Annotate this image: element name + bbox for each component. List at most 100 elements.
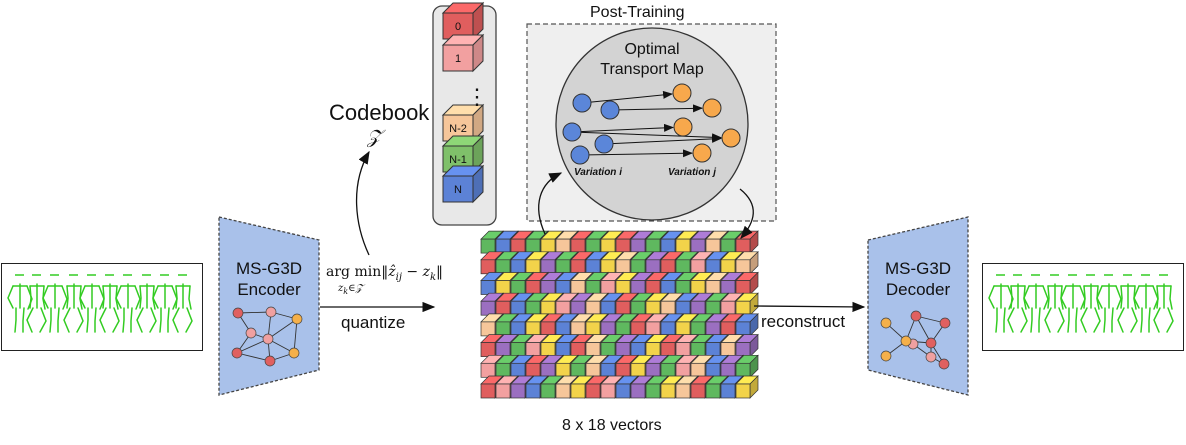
vector-cube-front (630, 383, 646, 399)
graph-node (245, 327, 257, 339)
vector-cube-front (570, 342, 586, 357)
graph-node (938, 358, 950, 370)
skeleton-figure (172, 274, 193, 333)
skeleton-limb (1030, 307, 1033, 333)
skeleton-limb (159, 307, 162, 333)
vector-cube-front (525, 383, 541, 399)
vector-cube-front (615, 362, 631, 378)
vector-cube-front (735, 259, 751, 275)
vector-cube-front (555, 300, 571, 316)
encoder-label: MS-G3D Encoder (219, 258, 319, 300)
skeleton-limb (49, 307, 52, 333)
vector-cube-front (675, 383, 691, 399)
vector-cube-front (720, 362, 736, 378)
under-sub-k: k (343, 287, 349, 296)
vector-cube-front (615, 280, 631, 295)
transport-points (562, 83, 741, 165)
skeleton-limb (188, 285, 192, 310)
vector-cube-front (570, 259, 586, 275)
vector-cube-front (540, 280, 556, 295)
vector-row (480, 333, 759, 358)
vector-cube-front (600, 321, 616, 337)
vector-cube (735, 313, 759, 337)
graph-edge (237, 311, 272, 314)
skeleton-limb (1003, 307, 1006, 333)
vector-cube-front (480, 342, 496, 357)
vector-cube-front (555, 362, 571, 378)
codebook-entry-label: 1 (455, 53, 461, 65)
skeleton-limb (57, 307, 60, 333)
codebook-entry-1: 1 (441, 33, 485, 73)
skeleton-limb (1169, 285, 1173, 310)
skeleton-figure (1080, 274, 1101, 333)
encoder-label-line1: MS-G3D (235, 259, 303, 278)
vector-cube-front (495, 238, 511, 254)
vector-cube-front (600, 280, 616, 295)
skeleton-limb (1093, 307, 1101, 333)
skeleton-figure (1007, 274, 1028, 333)
variation-j-label: Variation j (668, 167, 716, 178)
vector-cube-front (540, 362, 556, 378)
transport-map-title: Optimal Transport Map (586, 40, 718, 80)
vector-cube-front (540, 259, 556, 275)
skeleton-limb (1117, 307, 1125, 333)
target-point (692, 143, 712, 163)
vector-row (480, 313, 759, 337)
skeleton-limb (988, 285, 995, 309)
vector-cube-front (675, 362, 691, 378)
codebook-entry-label: 0 (455, 21, 461, 33)
skeleton-limb (1023, 285, 1030, 309)
graph-node (265, 306, 277, 318)
under-z: z (338, 283, 344, 294)
target-point (721, 128, 741, 148)
norm-minus: − z (401, 264, 430, 280)
norm-close: ‖ (436, 264, 444, 280)
skeleton-limb (61, 285, 68, 310)
graph-edge (236, 338, 269, 354)
vector-cube-front (690, 300, 706, 316)
vector-cube-front (510, 300, 526, 316)
vector-cube-front (495, 362, 511, 378)
vector-cube-front (600, 300, 616, 316)
encoder-trapezoid (218, 216, 320, 396)
post-training-title: Post-Training (590, 4, 685, 21)
vector-cube-front (690, 342, 706, 357)
vector-cube-front (495, 259, 511, 275)
skeleton-limb (1020, 307, 1028, 333)
skeleton-figure (42, 274, 68, 333)
codebook-entry-label: N-1 (449, 154, 467, 166)
vector-cube-front (495, 321, 511, 337)
vector-cube-front (510, 238, 526, 254)
vector-cube-front (630, 362, 646, 378)
vector-cube-front (585, 342, 601, 357)
vector-cube-front (615, 300, 631, 316)
codebook-entry-4: N (441, 164, 485, 204)
decoder-trapezoid (867, 216, 969, 396)
graph-edge (236, 352, 271, 362)
transport-arrow (571, 123, 675, 133)
vector-row (480, 271, 759, 296)
codebook-entry-front (442, 175, 474, 203)
skeleton-limb (1047, 285, 1050, 309)
vector-cube-front (675, 280, 691, 295)
reconstruct-arrow (753, 301, 866, 313)
vector-cube-front (555, 383, 571, 399)
vector-cube-front (495, 342, 511, 357)
norm-sub-ij: ij (395, 271, 402, 283)
skeleton-limb (1133, 285, 1140, 309)
vector-cube-front (735, 342, 751, 357)
argmin-operator: arg min (326, 264, 382, 280)
graph-node (900, 335, 912, 347)
transport-to-grid-arrow (739, 188, 754, 239)
vector-cube-front (630, 300, 646, 316)
vector-cube-front (735, 238, 751, 254)
skeleton-limb (1130, 307, 1138, 333)
codebook-entry-3: N-1 (441, 134, 485, 174)
skeleton-limb (7, 285, 14, 309)
transport-map-title-line2: Transport Map (600, 61, 704, 78)
skeleton-limb (1096, 285, 1103, 309)
vector-cube-front (630, 342, 646, 357)
vector-cube-front (735, 280, 751, 295)
graph-node (925, 351, 937, 363)
vector-cube-front (645, 383, 661, 399)
